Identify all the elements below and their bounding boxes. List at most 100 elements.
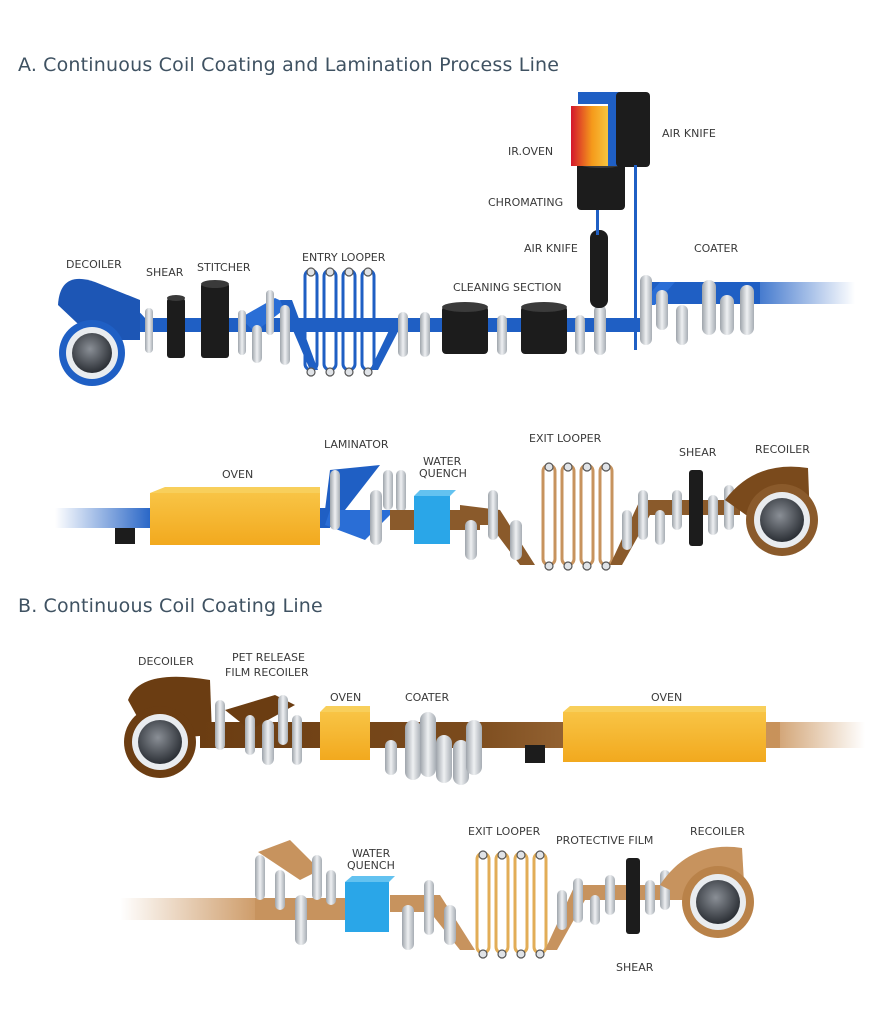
roller [145, 308, 153, 353]
label-recoiler-b: RECOILER [690, 825, 745, 838]
cleaning-tank-2-top [521, 302, 567, 312]
roller [420, 312, 430, 357]
roller [238, 310, 246, 355]
decoiler-b-core [138, 720, 182, 764]
shear-a [167, 298, 185, 358]
exit-looper-b-pulleys [478, 850, 545, 959]
label-oven-b-large: OVEN [651, 691, 683, 704]
water-quench-a [414, 496, 450, 544]
label-exit-looper-a: EXIT LOOPER [529, 432, 602, 445]
label-water-quench-a-1: WATER [423, 455, 462, 468]
roller [573, 878, 583, 923]
label-water-quench-b-2: QUENCH [347, 859, 395, 872]
section-a-row-2 [55, 462, 818, 571]
roller [280, 305, 290, 365]
label-decoiler-b: DECOILER [138, 655, 194, 668]
roller [385, 740, 397, 775]
label-recoiler-a: RECOILER [755, 443, 810, 456]
roller [605, 875, 615, 915]
roller [638, 490, 648, 540]
roller [262, 720, 274, 765]
roller [383, 470, 393, 510]
roller [672, 490, 682, 530]
strip-vertical-down [634, 165, 637, 350]
exit-looper-b [475, 851, 548, 955]
roller [656, 290, 668, 330]
coater-b [405, 712, 482, 785]
shear-b [626, 858, 640, 934]
exit-looper-a-pulleys [544, 462, 611, 571]
roller [497, 315, 507, 355]
label-stitcher: STITCHER [197, 261, 251, 274]
cleaning-tank-2 [521, 306, 567, 354]
label-pet-release: PET RELEASE [232, 651, 305, 664]
roller [424, 880, 434, 935]
label-water-quench-b-1: WATER [352, 847, 391, 860]
entry-loop-ascent [370, 318, 405, 370]
oven-b-large [563, 712, 766, 762]
roller [510, 520, 522, 560]
roller [645, 880, 655, 915]
roller [655, 510, 665, 545]
roller [465, 520, 477, 560]
small-block-b1 [525, 745, 545, 763]
chromating [577, 162, 625, 210]
label-film-recoiler: FILM RECOILER [225, 666, 309, 679]
stitcher [201, 283, 229, 358]
label-entry-looper: ENTRY LOOPER [302, 251, 386, 264]
shear-a-top [167, 295, 185, 301]
roller [488, 490, 498, 540]
label-ir-oven: IR.OVEN [508, 145, 554, 158]
air-knife-upper [616, 92, 650, 167]
pet-film-strip [225, 695, 295, 730]
strip-a1-to-coater [595, 318, 645, 332]
recoiler-b-core [696, 880, 740, 924]
roller [252, 325, 262, 363]
roller [292, 715, 302, 765]
roller [278, 695, 288, 745]
strip-b1-fade [760, 722, 865, 748]
label-coater-b: COATER [405, 691, 450, 704]
roller [702, 280, 716, 335]
label-shear-b: SHEAR [616, 961, 654, 974]
water-quench-b [345, 882, 389, 932]
cleaning-tank-1 [442, 306, 488, 354]
roller [402, 905, 414, 950]
roller [312, 855, 322, 900]
stitcher-top [201, 280, 229, 288]
water-quench-b-top [345, 876, 395, 882]
label-air-knife-upper: AIR KNIFE [662, 127, 716, 140]
decoiler-core [72, 333, 112, 373]
strip-vertical-up [596, 210, 599, 235]
roller [215, 700, 225, 750]
strip-a2-entry-fade [55, 508, 155, 528]
roller [622, 510, 632, 550]
shear-a-exit [689, 470, 703, 546]
stitcher-rise-strip [240, 298, 290, 332]
section-a-row-1 [58, 92, 855, 386]
label-protective-film: PROTECTIVE FILM [556, 834, 654, 847]
roller [590, 895, 600, 925]
exit-looper-a [541, 463, 614, 567]
label-shear-a: SHEAR [146, 266, 184, 279]
section-a-title-text: Continuous Coil Coating and Lamination P… [43, 54, 560, 76]
label-air-knife-lower: AIR KNIFE [524, 242, 578, 255]
label-oven-a: OVEN [222, 468, 254, 481]
label-cleaning-section: CLEANING SECTION [453, 281, 562, 294]
roller [295, 895, 307, 945]
roller [557, 890, 567, 930]
roller [398, 312, 408, 357]
ir-oven [571, 106, 613, 166]
oven-b-small-top [320, 706, 370, 712]
oven-b-large-top [563, 706, 766, 712]
section-b-letter: B. [18, 595, 38, 617]
oven-b-small [320, 712, 370, 760]
cleaning-tank-1-top [442, 302, 488, 312]
oven-a-top [150, 487, 320, 493]
label-exit-looper-b: EXIT LOOPER [468, 825, 541, 838]
decoiler-wrap [58, 278, 140, 340]
label-decoiler-a: DECOILER [66, 258, 122, 271]
strip-b2-entry-loop [258, 840, 320, 880]
section-b-row-1 [124, 676, 865, 785]
